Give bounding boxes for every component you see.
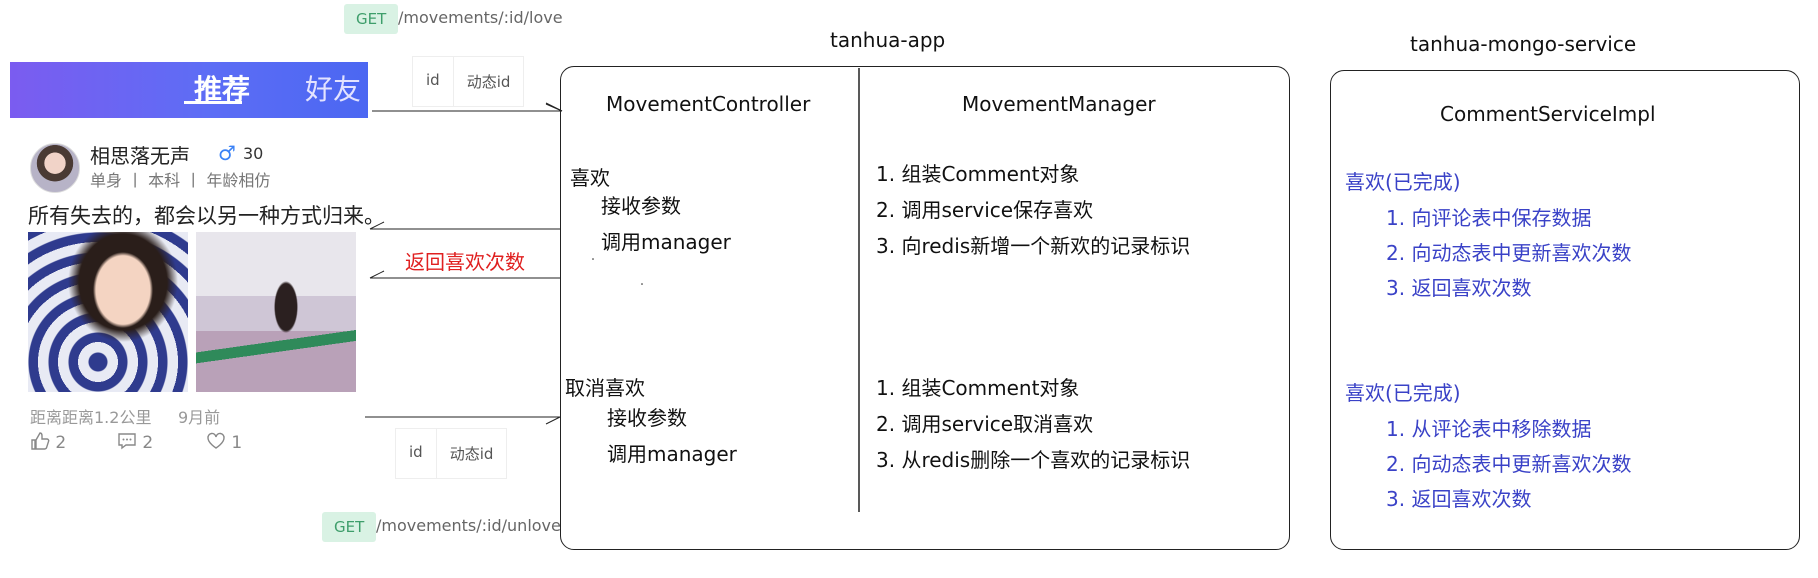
param-table-top: id 动态id	[412, 56, 525, 107]
controller-unlove-step-2: 调用manager	[607, 442, 737, 466]
tab-recommend[interactable]: 推荐	[194, 73, 251, 106]
app-header-bar: 推荐 好友	[10, 62, 368, 118]
controller-name: MovementController	[606, 92, 811, 116]
comment-count: 2	[142, 433, 154, 453]
user-name[interactable]: 相思落无声	[90, 144, 190, 168]
impl-love-step-1: 1. 向评论表中保存数据	[1386, 206, 1592, 230]
param-movement-id: 动态id	[435, 429, 507, 478]
manager-unlove-step-3: 3. 从redis删除一个喜欢的记录标识	[876, 448, 1191, 472]
post-distance: 距离距离1.2公里	[30, 408, 152, 427]
love-button[interactable]: 1	[206, 432, 242, 453]
post-photo-2[interactable]	[196, 232, 356, 392]
impl-unlove-step-3: 3. 返回喜欢次数	[1386, 487, 1532, 511]
impl-unlove-step-1: 1. 从评论表中移除数据	[1386, 417, 1592, 441]
post-text: 所有失去的，都会以另一种方式归来。	[28, 204, 385, 228]
controller-love-step-1: 接收参数	[601, 194, 681, 218]
like-count: 2	[55, 433, 67, 453]
avatar[interactable]	[30, 143, 80, 193]
api-path-love: /movements/:id/love	[398, 8, 563, 27]
manager-unlove-step-1: 1. 组装Comment对象	[876, 376, 1080, 400]
tab-friends[interactable]: 好友	[305, 73, 362, 106]
active-tab-indicator	[184, 101, 242, 104]
http-method-badge-love: GET	[344, 4, 399, 34]
param-table-bottom: id 动态id	[395, 428, 508, 479]
manager-love-step-1: 1. 组装Comment对象	[876, 162, 1080, 186]
post-time: 9月前	[178, 408, 221, 427]
thumbs-up-icon	[31, 432, 50, 450]
post-photo-1[interactable]	[28, 232, 188, 392]
mongo-service-title: tanhua-mongo-service	[1410, 32, 1637, 56]
controller-unlove-step-1: 接收参数	[607, 406, 687, 430]
api-path-unlove: /movements/:id/unlove	[376, 516, 561, 535]
like-button[interactable]: 2	[30, 432, 66, 453]
param-id: id	[409, 443, 423, 461]
http-method-badge-unlove: GET	[322, 512, 377, 542]
impl-love-title: 喜欢(已完成)	[1345, 170, 1461, 194]
heart-icon	[207, 432, 225, 449]
mongo-service-box	[1330, 70, 1800, 550]
manager-love-step-3: 3. 向redis新增一个新欢的记录标识	[876, 234, 1191, 258]
impl-love-step-3: 3. 返回喜欢次数	[1386, 276, 1532, 300]
controller-love-step-2: 调用manager	[601, 230, 731, 254]
param-movement-id: 动态id	[452, 57, 524, 106]
app-box	[560, 66, 1290, 550]
male-icon: ♂	[218, 141, 236, 165]
manager-love-step-2: 2. 调用service保存喜欢	[876, 198, 1094, 222]
return-love-count-label: 返回喜欢次数	[405, 250, 525, 274]
impl-unlove-step-2: 2. 向动态表中更新喜欢次数	[1386, 452, 1632, 476]
comment-button[interactable]: 2	[117, 432, 153, 453]
app-title: tanhua-app	[830, 28, 946, 52]
impl-love-step-2: 2. 向动态表中更新喜欢次数	[1386, 241, 1632, 265]
comment-icon	[118, 433, 136, 450]
manager-unlove-step-2: 2. 调用service取消喜欢	[876, 412, 1094, 436]
impl-name: CommentServiceImpl	[1440, 102, 1656, 126]
love-count: 1	[231, 433, 243, 453]
manager-name: MovementManager	[962, 92, 1156, 116]
param-id: id	[426, 71, 440, 89]
user-age: 30	[243, 144, 264, 163]
controller-love-title: 喜欢	[570, 166, 610, 190]
controller-unlove-title: 取消喜欢	[565, 376, 645, 400]
user-tags: 单身 丨 本科 丨 年龄相仿	[90, 171, 271, 190]
impl-unlove-title: 喜欢(已完成)	[1345, 381, 1461, 405]
